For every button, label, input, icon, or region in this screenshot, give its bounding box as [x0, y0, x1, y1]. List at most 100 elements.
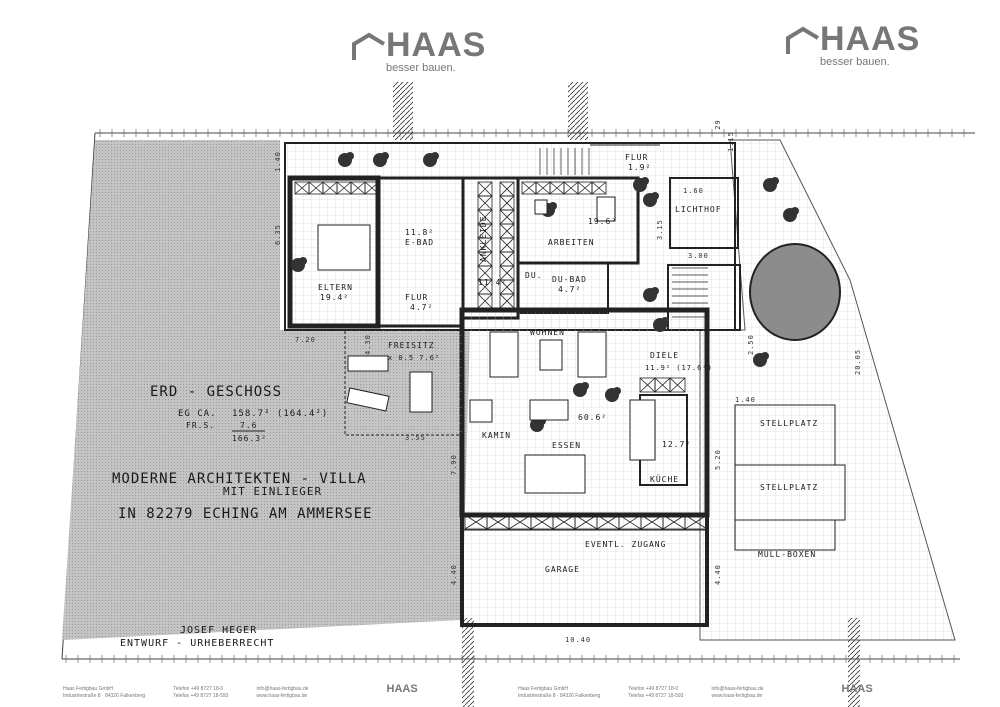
cabinet-cross: [499, 195, 515, 211]
copyright-note: ENTWURF - URHEBERRECHT: [120, 638, 274, 649]
cabinet-cross: [477, 265, 493, 281]
cabinet-cross: [499, 181, 515, 197]
dimension-label: 3.15: [656, 219, 664, 240]
room-area-ankleide: 11.4²: [478, 278, 507, 287]
cabinet-cross: [535, 181, 551, 195]
built-in-cabinets: [294, 181, 708, 530]
plant-icon: [381, 152, 389, 160]
cabinet-cross: [477, 279, 493, 295]
plant-icon: [771, 177, 779, 185]
footer-email[interactable]: info@haas-fertigbau.de: [711, 686, 764, 692]
dimension-label: 6.35: [274, 224, 282, 245]
dimension-label: 1.40: [735, 396, 756, 404]
cabinet-cross: [322, 181, 338, 195]
plant-icon: [651, 192, 659, 200]
cabinet-cross: [549, 181, 565, 195]
terrace-table-icon: [409, 371, 433, 413]
ruler-bottom: [62, 655, 960, 663]
building-walls: [284, 142, 846, 627]
plant-icon: [299, 257, 307, 265]
project-subtitle: MIT EINLIEGER: [223, 485, 322, 498]
room-area-kueche: 12.7²: [662, 440, 691, 449]
furniture: [317, 196, 656, 494]
logo-text: HAAS: [820, 20, 921, 58]
cabinet-cross: [618, 514, 642, 530]
room-label-kueche: KÜCHE: [650, 474, 679, 484]
cabinet-cross: [640, 514, 664, 530]
plant-icon: [761, 352, 769, 360]
lounger-icon: [347, 355, 389, 372]
cabinet-cross: [477, 237, 493, 253]
room-label-muell-boxen: MÜLL-BOXEN: [758, 549, 816, 559]
cabinet-cell: [477, 293, 493, 309]
house-roof-icon: [786, 26, 820, 54]
logo-tagline: besser bauen.: [820, 56, 890, 68]
cabinet-cross: [477, 293, 493, 309]
dimension-label: .29: [714, 119, 722, 135]
cabinet-cross: [308, 181, 324, 195]
room-label-arbeiten: ARBEITEN: [548, 238, 595, 247]
dimension-label: 10.40: [565, 636, 591, 644]
footer-web[interactable]: www.haas-fertigbau.de: [256, 693, 308, 699]
room-label-eventl-zugang: EVENTL. ZUGANG: [585, 540, 666, 549]
plant-icon: [549, 202, 557, 210]
footer-logo: HAAS: [386, 683, 418, 695]
tree-icon: [749, 243, 841, 341]
room-area-diele: 11.9² (17.6²): [645, 364, 713, 372]
cabinet-cross: [684, 514, 708, 530]
fireplace-icon: [469, 399, 493, 423]
cabinet-cross: [591, 181, 607, 195]
room-label-lichthof: LICHTHOF: [675, 205, 722, 214]
room-area-arbeiten: 19.6²: [588, 217, 617, 226]
project-title: MODERNE ARCHITEKTEN - VILLA: [112, 471, 367, 487]
plant-icon: [431, 152, 439, 160]
plant-icon: [791, 207, 799, 215]
dimension-label: 20.05: [854, 349, 862, 375]
area-total: 166.3²: [232, 434, 267, 443]
dimension-label: 7.90: [450, 454, 458, 475]
cabinet-cross: [499, 279, 515, 295]
cabinet-cross: [596, 514, 620, 530]
area-value: 7.6: [240, 421, 257, 430]
cabinet-cross: [654, 377, 671, 393]
dimension-label: 1.15: [727, 131, 735, 152]
haas-logo-right: HAAS besser bauen.: [786, 22, 920, 68]
hatched-column: [462, 618, 474, 707]
room-label-diele: DIELE: [650, 351, 679, 360]
room-label-du-bad: DU-BAD: [552, 275, 587, 284]
footer-email[interactable]: info@haas-fertigbau.de: [256, 686, 309, 692]
footer-address: Industriestraße 8 · 84326 Falkenberg: [518, 693, 601, 699]
cabinet-cross: [364, 181, 380, 195]
ruler-top: [95, 129, 975, 137]
dimension-label: 1.40: [274, 151, 282, 172]
cabinet-cross: [486, 514, 510, 530]
room-area-wohnen: 60.6²: [578, 413, 607, 422]
cabinet-cross: [477, 251, 493, 267]
footer-web[interactable]: www.haas-fertigbau.de: [711, 693, 763, 699]
author-name: JOSEF HEGER: [180, 625, 257, 636]
cabinet-cross: [499, 223, 515, 239]
cabinet-cross: [662, 514, 686, 530]
cabinet-cross: [499, 237, 515, 253]
room-label-kamin: KAMIN: [482, 431, 511, 440]
cabinet-cross: [477, 181, 493, 197]
room-area-e-bad: 11.8²: [405, 228, 434, 237]
footer-logo: HAAS: [841, 683, 873, 695]
footer-address: Industriestraße 8 · 84326 Falkenberg: [63, 693, 146, 699]
footer-phone: Telefon +49 8727 18-0: [628, 686, 679, 692]
cabinet-cross: [577, 181, 593, 195]
logo-tagline: besser bauen.: [386, 62, 456, 74]
room-label-wohnen: WOHNEN: [530, 328, 565, 337]
kitchen-island-icon: [629, 399, 656, 461]
plant-icon: [661, 317, 669, 325]
plant-icon: [651, 287, 659, 295]
hatched-column: [393, 82, 413, 140]
room-label-flur: FLUR: [405, 293, 428, 302]
logo-text: HAAS: [386, 26, 487, 64]
footer-fax: Telefax +49 8727 18-593: [628, 693, 684, 699]
room-label-ankleide: ANKLEIDE: [479, 215, 488, 262]
garden-area-left: [62, 140, 470, 640]
dimension-label: 5.20: [714, 449, 722, 470]
